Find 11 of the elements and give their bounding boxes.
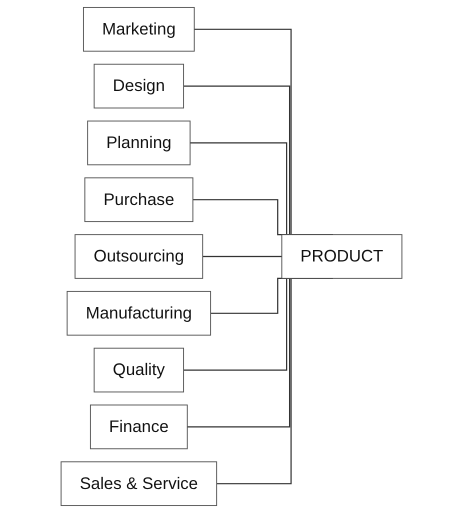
node-box: Marketing [82, 6, 195, 52]
node-box: Design [94, 64, 184, 108]
node-box: PRODUCT [281, 234, 402, 279]
node-box: Purchase [84, 177, 194, 222]
node-box: Outsourcing [74, 234, 204, 279]
node-box: Manufacturing [66, 290, 212, 336]
connector [202, 256, 282, 258]
node-box: Finance [90, 404, 188, 450]
node-box: Quality [94, 348, 184, 392]
node-box: Sales & Service [60, 461, 218, 506]
node-box: Planning [87, 120, 191, 166]
